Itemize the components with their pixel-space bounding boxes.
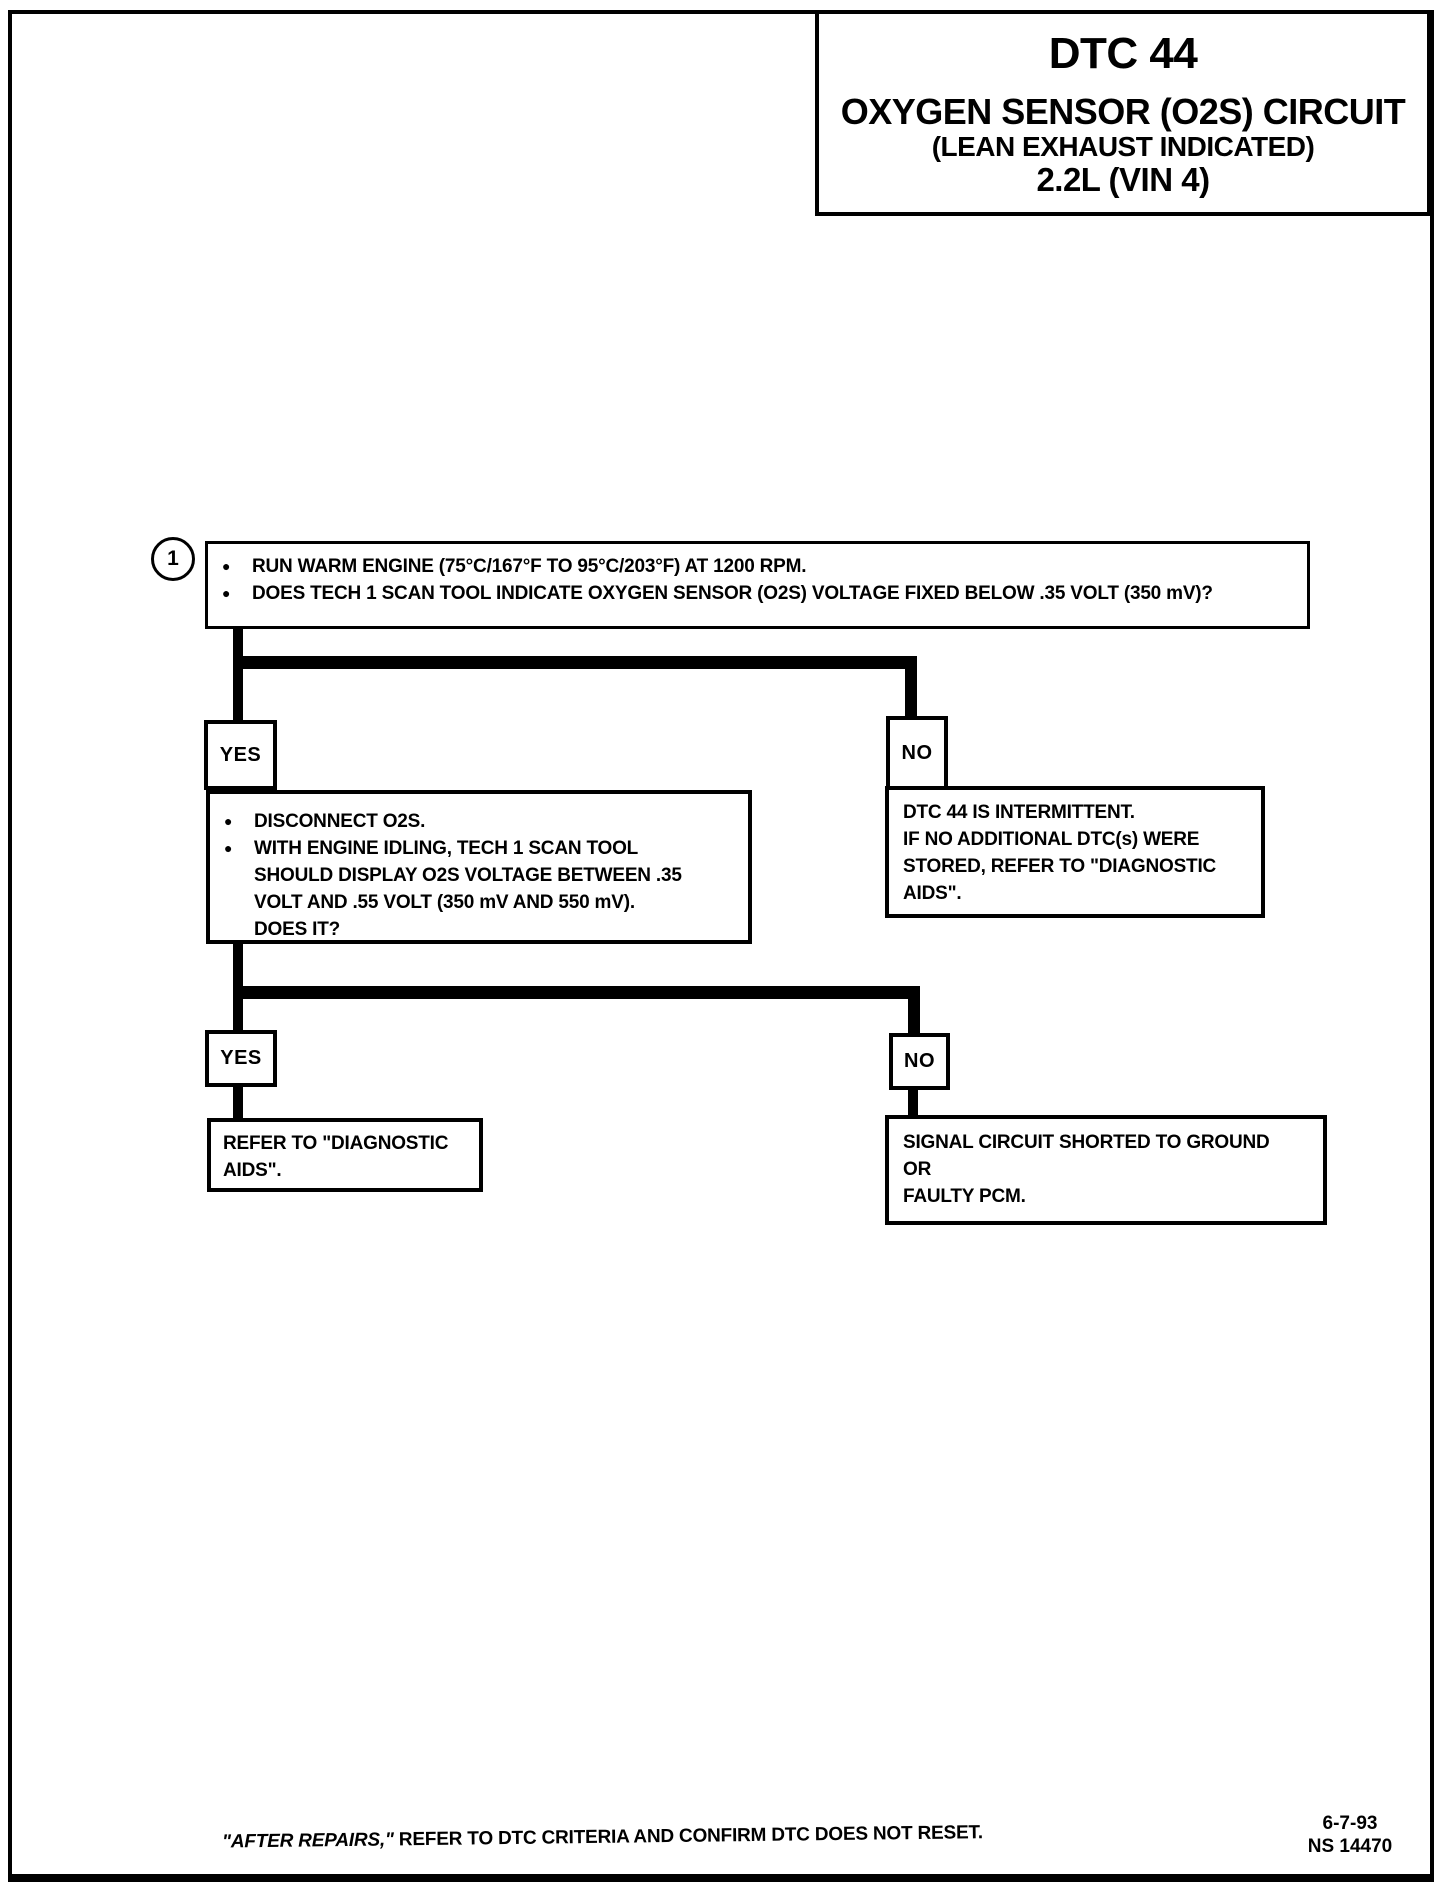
title-block: DTC 44 OXYGEN SENSOR (O2S) CIRCUIT (LEAN… — [815, 10, 1431, 216]
connector-yes2-to-result — [233, 1086, 243, 1118]
bullet-icon: ● — [222, 585, 231, 601]
footer-date: 6-7-93 — [1322, 1813, 1378, 1834]
yes1-bullet-row-2: ● WITH ENGINE IDLING, TECH 1 SCAN TOOL S… — [218, 835, 738, 943]
step-number-circle: 1 — [151, 537, 195, 581]
connector-branch1-to-no1 — [905, 656, 917, 718]
yes2-result-text: REFER TO "DIAGNOSTIC AIDS". — [223, 1133, 449, 1181]
yes1-bullet-2: WITH ENGINE IDLING, TECH 1 SCAN TOOL SHO… — [254, 838, 682, 940]
yes2-label: YES — [220, 1047, 262, 1069]
no1-action-box: DTC 44 IS INTERMITTENT. IF NO ADDITIONAL… — [885, 786, 1265, 918]
footer-doc-number: NS 14470 — [1307, 1836, 1393, 1857]
step-number: 1 — [167, 547, 179, 570]
condition-title: (LEAN EXHAUST INDICATED) — [931, 131, 1315, 162]
connector-yes1action-down — [233, 944, 243, 998]
footer-identification: 6-7-93 NS 14470 — [1295, 1812, 1405, 1858]
connector-branch2-to-no2 — [908, 986, 920, 1035]
connector-branch2-bar — [233, 986, 920, 999]
bullet-icon: ● — [224, 813, 233, 829]
bullet-icon: ● — [222, 558, 231, 574]
no1-box: NO — [886, 716, 948, 790]
yes1-box: YES — [204, 720, 277, 790]
connector-no2-to-result — [908, 1089, 918, 1116]
yes1-action-box: ● DISCONNECT O2S. ● WITH ENGINE IDLING, … — [206, 790, 752, 944]
yes1-bullet-1: DISCONNECT O2S. — [254, 811, 426, 832]
step1-box: ● RUN WARM ENGINE (75°C/167°F TO 95°C/20… — [205, 541, 1310, 629]
yes1-bullet-row-1: ● DISCONNECT O2S. — [218, 808, 738, 835]
connector-branch1-bar — [233, 656, 917, 669]
step1-bullet-row-2: ● DOES TECH 1 SCAN TOOL INDICATE OXYGEN … — [216, 580, 1295, 607]
no2-label: NO — [904, 1050, 935, 1072]
connector-branch2-to-yes2 — [233, 998, 243, 1032]
no2-result-text: SIGNAL CIRCUIT SHORTED TO GROUND OR FAUL… — [903, 1132, 1270, 1207]
circuit-title: OXYGEN SENSOR (O2S) CIRCUIT — [840, 91, 1406, 132]
yes2-box: YES — [205, 1030, 277, 1087]
step1-bullet-1: RUN WARM ENGINE (75°C/167°F TO 95°C/203°… — [252, 556, 807, 577]
no2-box: NO — [889, 1033, 950, 1090]
page-border — [8, 10, 1434, 1882]
no2-result-box: SIGNAL CIRCUIT SHORTED TO GROUND OR FAUL… — [885, 1115, 1327, 1225]
yes2-result-box: REFER TO "DIAGNOSTIC AIDS". — [207, 1118, 483, 1192]
step1-bullet-row-1: ● RUN WARM ENGINE (75°C/167°F TO 95°C/20… — [216, 553, 1295, 580]
connector-step1-to-yes1 — [233, 629, 243, 721]
engine-title: 2.2L (VIN 4) — [1036, 161, 1210, 198]
no1-action-text: DTC 44 IS INTERMITTENT. IF NO ADDITIONAL… — [903, 802, 1217, 904]
dtc-code-title: DTC 44 — [1048, 29, 1198, 78]
step1-bullet-2: DOES TECH 1 SCAN TOOL INDICATE OXYGEN SE… — [252, 583, 1213, 604]
no1-label: NO — [901, 741, 933, 764]
footer-note-italic: "AFTER REPAIRS," — [221, 1829, 394, 1853]
bullet-icon: ● — [224, 840, 233, 856]
yes1-label: YES — [219, 743, 262, 766]
